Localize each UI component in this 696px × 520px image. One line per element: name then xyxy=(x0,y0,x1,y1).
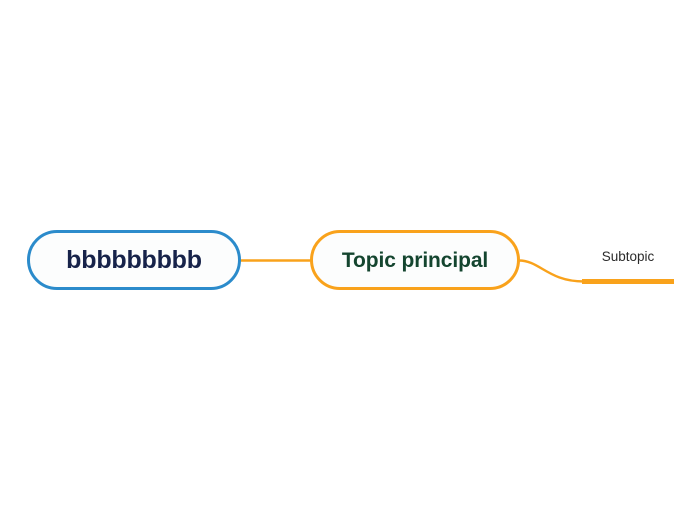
node-main-topic-label: Topic principal xyxy=(341,248,489,272)
node-subtopic[interactable]: Subtopic xyxy=(582,246,674,284)
node-root-label: bbbbbbbbb xyxy=(66,245,202,274)
node-subtopic-label: Subtopic xyxy=(601,249,655,264)
node-root[interactable]: bbbbbbbbb xyxy=(27,230,241,290)
edge-main-to-sub xyxy=(517,259,586,283)
node-main-topic[interactable]: Topic principal xyxy=(310,230,520,290)
